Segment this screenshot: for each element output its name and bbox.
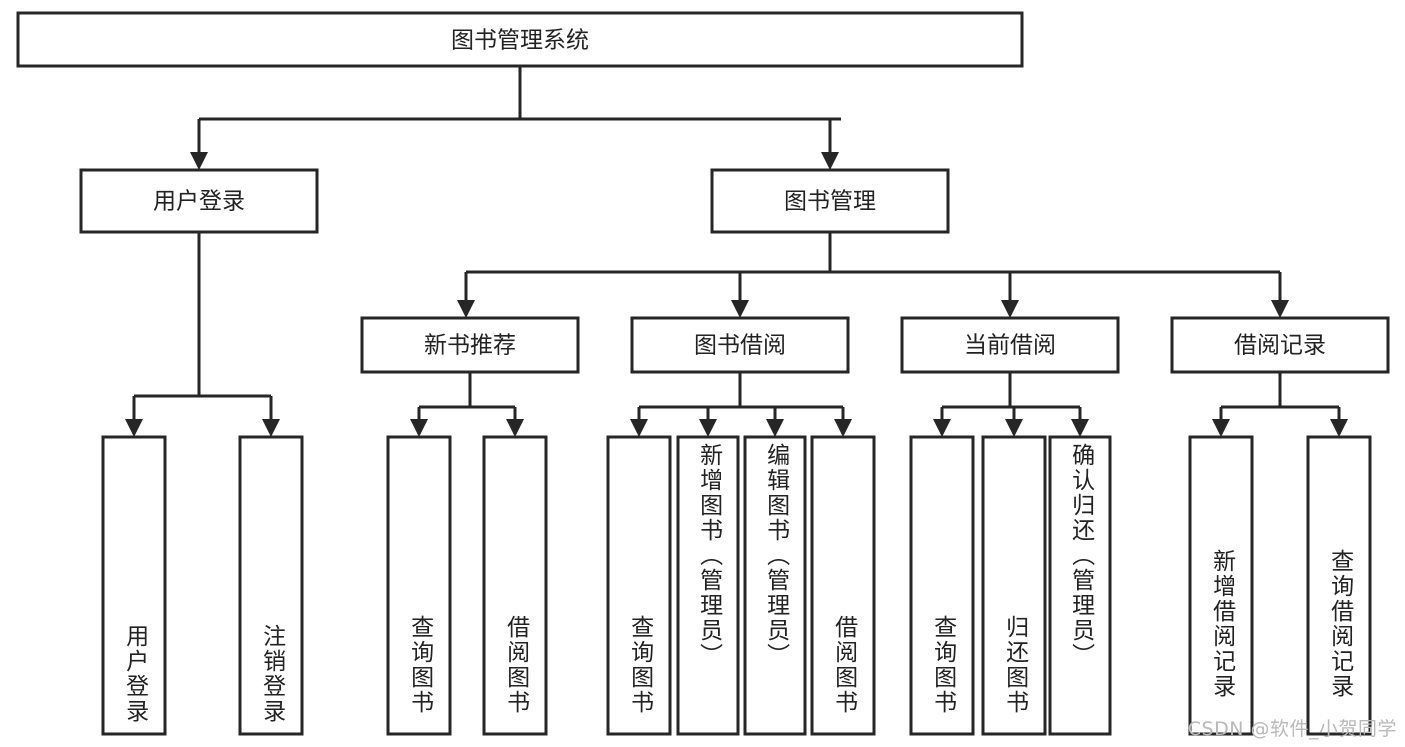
arrow-to-leaf-add-record [1212, 419, 1230, 437]
leaf-label-add-book-text: 新增图书（管理员） [695, 443, 722, 668]
arrow-to-leaf-query-book-cur [933, 419, 951, 437]
node-book-borrow-label: 图书借阅 [694, 333, 786, 359]
arrow-to-leaf-query-book-rec [410, 419, 428, 437]
leaf-label-query-book-cur-text: 查询图书 [929, 615, 956, 715]
arrow-to-leaf-borrow-book-brw [834, 419, 852, 437]
leaf-label-query-record[interactable]: 查询借阅记录 [1308, 437, 1370, 699]
arrow-to-book-borrow [731, 300, 749, 318]
leaf-box-borrow-book-rec[interactable] [482, 435, 548, 736]
node-current-borrow-box[interactable] [900, 316, 1120, 374]
leaf-box-confirm-return[interactable] [1048, 435, 1112, 736]
edge-group-book-manage [457, 232, 1289, 318]
arrow-to-leaf-query-book-brw [630, 419, 648, 437]
leaf-label-add-record-text: 新增借阅记录 [1208, 549, 1235, 699]
node-borrow-record-label: 借阅记录 [1234, 333, 1326, 359]
node-borrow-record-box[interactable] [1170, 316, 1390, 374]
leaf-label-query-book-rec-text: 查询图书 [406, 615, 433, 715]
leaf-label-query-book-brw-text: 查询图书 [626, 615, 653, 715]
leaf-label-edit-book[interactable]: 编辑图书（管理员） [745, 437, 805, 734]
leaf-label-edit-book-text: 编辑图书（管理员） [762, 443, 789, 668]
leaf-label-confirm-return[interactable]: 确认归还（管理员） [1050, 437, 1110, 734]
leaf-box-borrow-book-brw[interactable] [810, 435, 876, 736]
node-user-login-label: 用户登录 [153, 189, 245, 215]
node-book-manage[interactable]: 图书管理 [710, 168, 950, 234]
leaf-label-query-book-rec[interactable]: 查询图书 [388, 437, 450, 715]
leaf-box-user-logout[interactable] [238, 435, 304, 736]
node-user-login-box[interactable] [79, 168, 319, 234]
node-book-manage-box[interactable] [710, 168, 950, 234]
node-root-label: 图书管理系统 [451, 28, 589, 54]
arrow-to-current-borrow [1001, 300, 1019, 318]
leaf-label-user-logout-text: 注销登录 [258, 624, 285, 724]
edge-group-user-login [125, 232, 280, 437]
node-root[interactable]: 图书管理系统 [16, 11, 1024, 68]
leaf-box-query-book-brw[interactable] [606, 435, 672, 736]
leaf-label-borrow-book-rec-text: 借阅图书 [502, 615, 529, 715]
edge-group-book-borrow [630, 372, 852, 437]
leaf-label-query-record-text: 查询借阅记录 [1326, 549, 1353, 699]
edge-group-root [190, 66, 841, 170]
edge-group-new-book-recommend [410, 372, 524, 437]
leaf-box-query-record[interactable] [1306, 435, 1372, 736]
arrow-to-leaf-user-login [125, 419, 143, 437]
leaf-label-user-login-text: 用户登录 [121, 624, 148, 724]
arrow-to-borrow-record [1271, 300, 1289, 318]
leaf-label-add-record[interactable]: 新增借阅记录 [1190, 437, 1252, 699]
node-current-borrow-label: 当前借阅 [964, 333, 1056, 359]
arrow-to-book-manage [821, 152, 839, 170]
leaf-box-user-login[interactable] [101, 435, 167, 736]
node-root-box[interactable] [16, 11, 1024, 68]
leaf-box-add-record[interactable] [1188, 435, 1254, 736]
leaf-label-borrow-book-rec[interactable]: 借阅图书 [484, 437, 546, 715]
leaf-label-add-book[interactable]: 新增图书（管理员） [678, 437, 738, 734]
node-user-login[interactable]: 用户登录 [79, 168, 319, 234]
edge-group-borrow-record [1212, 372, 1348, 437]
arrow-to-leaf-user-logout [262, 419, 280, 437]
node-current-borrow[interactable]: 当前借阅 [900, 316, 1120, 374]
arrow-to-new-book-recommend [457, 300, 475, 318]
leaf-box-add-book[interactable] [676, 435, 740, 736]
node-new-book-recommend-box[interactable] [360, 316, 580, 374]
node-new-book-recommend-label: 新书推荐 [424, 333, 516, 359]
leaf-label-confirm-return-text: 确认归还（管理员） [1067, 443, 1094, 668]
arrow-to-user-login [190, 152, 208, 170]
leaf-label-borrow-book-brw[interactable]: 借阅图书 [812, 437, 874, 715]
edge-group-current-borrow [933, 372, 1089, 437]
leaf-label-user-logout[interactable]: 注销登录 [240, 437, 302, 724]
leaf-label-user-login[interactable]: 用户登录 [103, 437, 165, 724]
node-book-borrow-box[interactable] [630, 316, 850, 374]
leaf-box-query-book-cur[interactable] [909, 435, 975, 736]
leaf-label-query-book-cur[interactable]: 查询图书 [911, 437, 973, 715]
leaf-label-return-book[interactable]: 归还图书 [983, 437, 1045, 715]
leaf-label-return-book-text: 归还图书 [1001, 615, 1028, 715]
leaf-box-edit-book[interactable] [743, 435, 807, 736]
node-book-manage-label: 图书管理 [784, 189, 876, 215]
arrow-to-leaf-query-record [1330, 419, 1348, 437]
node-borrow-record[interactable]: 借阅记录 [1170, 316, 1390, 374]
arrow-to-leaf-borrow-book-rec [506, 419, 524, 437]
node-book-borrow[interactable]: 图书借阅 [630, 316, 850, 374]
leaf-label-borrow-book-brw-text: 借阅图书 [830, 615, 857, 715]
arrow-to-leaf-add-book [699, 419, 717, 437]
arrow-to-leaf-return-book [1005, 419, 1023, 437]
arrow-to-leaf-edit-book [766, 419, 784, 437]
leaf-box-query-book-rec[interactable] [386, 435, 452, 736]
leaf-box-return-book[interactable] [981, 435, 1047, 736]
node-new-book-recommend[interactable]: 新书推荐 [360, 316, 580, 374]
arrow-to-leaf-confirm-return [1071, 419, 1089, 437]
leaf-label-query-book-brw[interactable]: 查询图书 [608, 437, 670, 715]
